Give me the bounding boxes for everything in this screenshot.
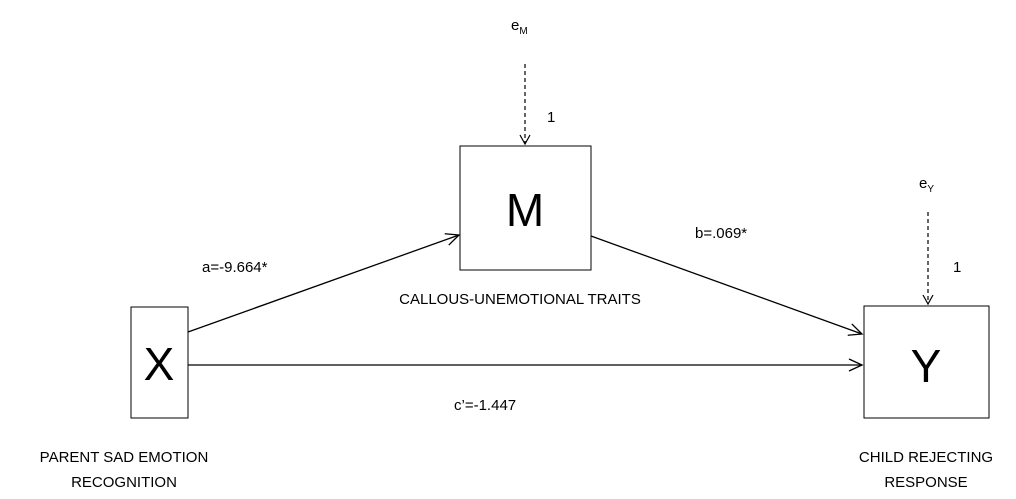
error-m-subscript: M (519, 26, 527, 37)
error-m-symbol: e (511, 17, 519, 34)
x-caption-line1: PARENT SAD EMOTION (40, 449, 209, 466)
y-caption-line2: RESPONSE (884, 474, 967, 491)
x-letter: X (144, 338, 175, 390)
m-box (459, 145, 592, 271)
m-letter: M (506, 184, 544, 236)
error-y-label: eY (919, 175, 934, 195)
path-a-label: a=-9.664* (202, 259, 268, 276)
error-m-loading: 1 (547, 109, 555, 126)
error-y-subscript: Y (927, 184, 934, 195)
path-a-arrow (187, 233, 461, 333)
error-m-label: eM (511, 17, 528, 37)
x-box (130, 306, 189, 419)
y-letter: Y (911, 340, 942, 392)
m-caption: CALLOUS-UNEMOTIONAL TRAITS (399, 291, 641, 308)
y-caption-line1: CHILD REJECTING (859, 449, 993, 466)
error-y-loading: 1 (953, 259, 961, 276)
path-b-arrow (590, 235, 864, 336)
y-box (863, 305, 990, 419)
path-b-label: b=.069* (695, 225, 747, 242)
x-caption-line2: RECOGNITION (71, 474, 177, 491)
path-c-prime-label: c’=-1.447 (454, 397, 516, 414)
error-y-symbol: e (919, 175, 927, 192)
